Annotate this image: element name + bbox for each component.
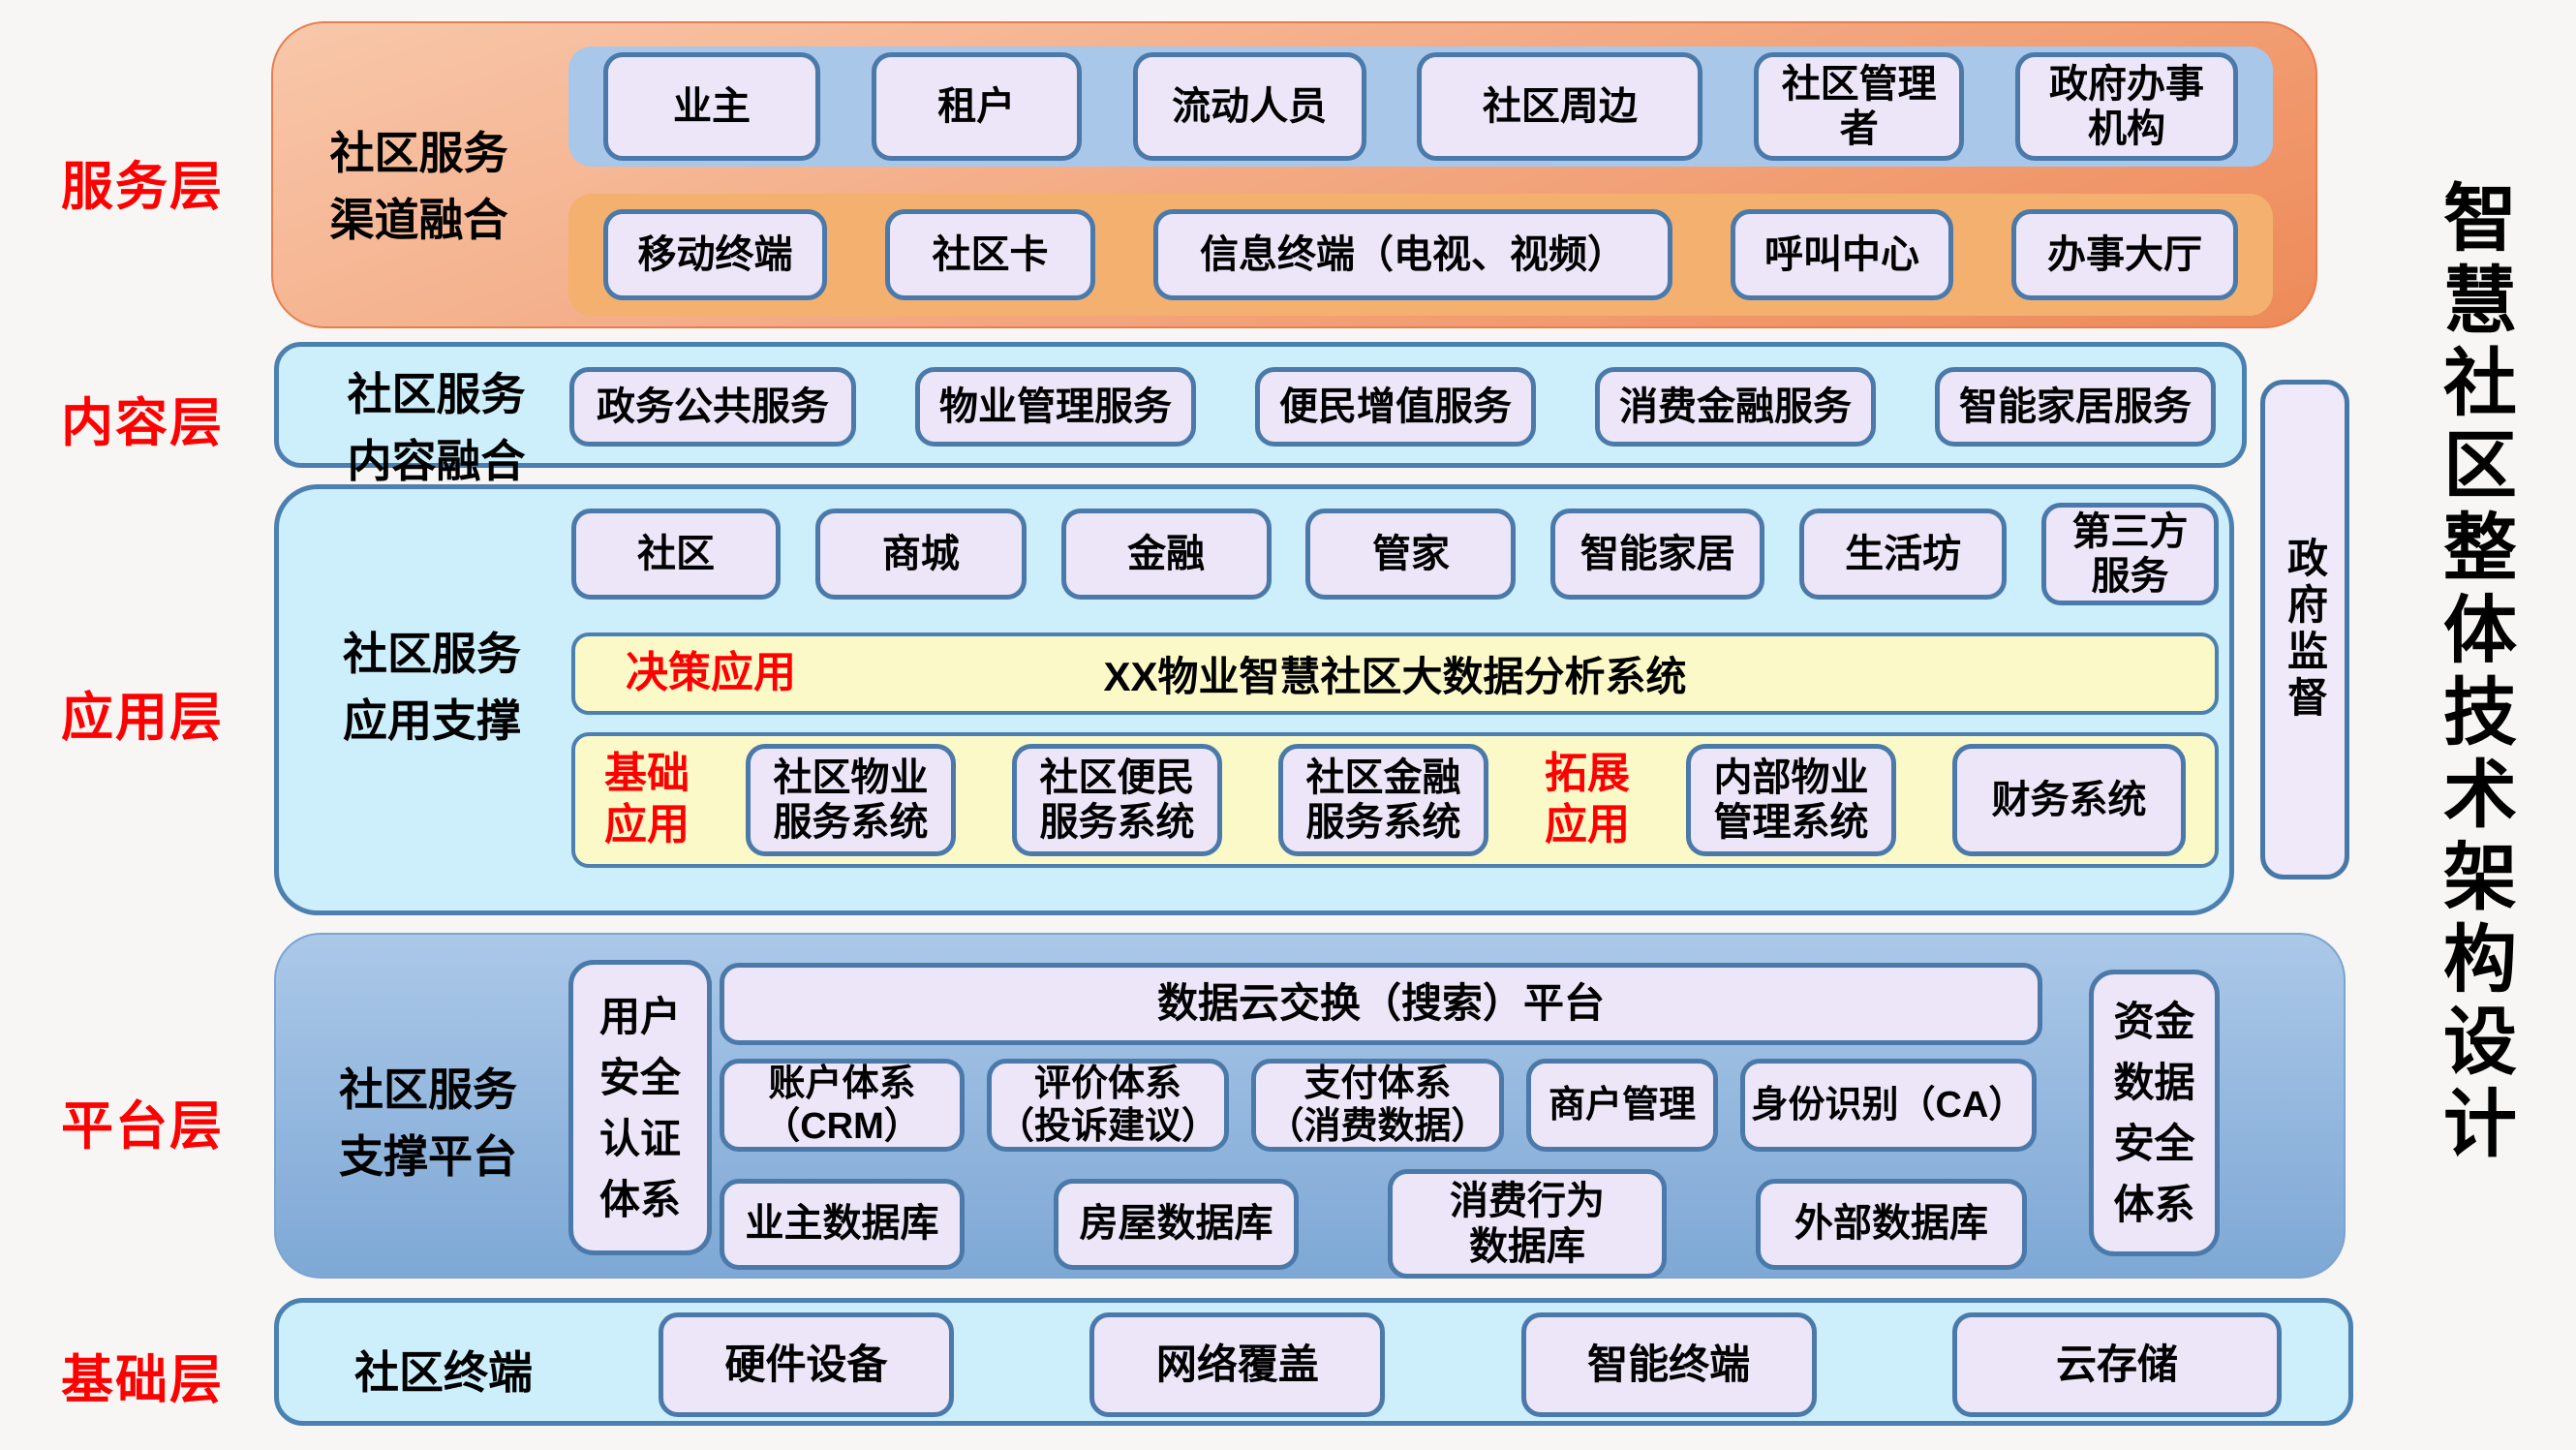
content-panel-label: 社区服务 内容融合: [347, 369, 526, 486]
content-services-row: 政务公共服务 物业管理服务 便民增值服务 消费金融服务 智能家居服务: [569, 367, 2216, 447]
layer-label-application: 应用层: [61, 689, 224, 747]
foundation-row: 硬件设备 网络覆盖 智能终端 云存储: [659, 1312, 2282, 1417]
node-info-terminal: 信息终端（电视、视频）: [1153, 209, 1672, 300]
node-app-third-party: 第三方 服务: [2040, 503, 2219, 605]
node-smart-home-service: 智能家居服务: [1935, 367, 2216, 447]
node-internal-property-mgmt-system: 内部物业 管理系统: [1686, 744, 1896, 856]
service-channel-users-strip: 业主 租户 流动人员 社区周边 社区管理 者 政府办事 机构: [568, 46, 2273, 167]
node-convenience-service: 便民增值服务: [1255, 367, 1536, 447]
node-evaluation-system: 评价体系 （投诉建议）: [987, 1059, 1229, 1152]
node-gov-public-service: 政务公共服务: [569, 367, 856, 447]
node-tenant: 租户: [871, 52, 1082, 161]
layer-label-platform: 平台层: [61, 1097, 224, 1156]
node-app-smart-home: 智能家居: [1550, 509, 1765, 600]
foundation-layer-panel: 社区终端 硬件设备 网络覆盖 智能终端 云存储: [274, 1298, 2353, 1426]
platform-database-row: 业主数据库 房屋数据库 消费行为 数据库 外部数据库: [720, 1169, 2027, 1279]
application-layer-panel: 社区服务 应用支撑 社区 商城 金融 管家 智能家居 生活坊 第三方 服务 决策…: [274, 484, 2234, 915]
base-extension-application-strip: 基础 应用 社区物业 服务系统 社区便民 服务系统 社区金融 服务系统 拓展 应…: [571, 732, 2219, 868]
base-application-tag: 基础 应用: [604, 750, 690, 848]
node-user-security-auth-system: 用户 安全 认证 体系: [568, 960, 712, 1255]
node-floating-population: 流动人员: [1132, 52, 1366, 161]
node-housing-database: 房屋数据库: [1054, 1178, 1299, 1270]
content-layer-panel: 社区服务 内容融合 政务公共服务 物业管理服务 便民增值服务 消费金融服务 智能…: [274, 342, 2247, 486]
layer-label-service: 服务层: [61, 158, 224, 216]
node-app-butler: 管家: [1305, 509, 1517, 600]
node-network-coverage: 网络覆盖: [1089, 1312, 1386, 1417]
platform-panel-label: 社区服务 支撑平台: [339, 1064, 517, 1182]
node-property-service-system: 社区物业 服务系统: [746, 744, 956, 856]
node-community-manager: 社区管理 者: [1754, 52, 1965, 161]
node-bigdata-analysis-system: XX物业智慧社区大数据分析系统: [1103, 654, 1687, 699]
node-government-oversight: 政府监督: [2260, 380, 2349, 879]
node-call-center: 呼叫中心: [1731, 209, 1953, 300]
platform-layer-panel: 社区服务 支撑平台 用户 安全 认证 体系 数据云交换（搜索）平台 账户体系 （…: [274, 933, 2346, 1279]
decision-application-strip: 决策应用 XX物业智慧社区大数据分析系统: [571, 632, 2219, 715]
application-panel-label: 社区服务 应用支撑: [343, 629, 521, 746]
node-payment-system: 支付体系 （消费数据）: [1251, 1059, 1504, 1152]
node-data-cloud-exchange-platform: 数据云交换（搜索）平台: [720, 963, 2042, 1045]
node-financial-system: 财务系统: [1952, 744, 2186, 856]
foundation-panel-label: 社区终端: [354, 1347, 533, 1398]
node-community-surroundings: 社区周边: [1417, 52, 1703, 161]
node-fund-data-security-system: 资金 数据 安全 体系: [2089, 970, 2220, 1256]
node-property-mgmt-service: 物业管理服务: [915, 367, 1196, 447]
node-mobile-terminal: 移动终端: [603, 209, 827, 300]
node-owner-database: 业主数据库: [720, 1178, 965, 1270]
node-consumer-finance-service: 消费金融服务: [1595, 367, 1876, 447]
node-finance-service-system: 社区金融 服务系统: [1278, 744, 1488, 856]
node-account-system-crm: 账户体系 （CRM）: [720, 1059, 965, 1152]
platform-middle-row: 账户体系 （CRM） 评价体系 （投诉建议） 支付体系 （消费数据） 商户管理 …: [720, 1059, 2037, 1152]
service-channel-terminals-strip: 移动终端 社区卡 信息终端（电视、视频） 呼叫中心 办事大厅: [568, 194, 2273, 316]
page-title: 智慧社区整体技术架构设计: [2432, 179, 2514, 1167]
node-owner: 业主: [603, 52, 820, 161]
node-service-hall: 办事大厅: [2011, 209, 2238, 300]
node-app-mall: 商城: [814, 509, 1027, 600]
node-consumer-behavior-database: 消费行为 数据库: [1388, 1169, 1667, 1279]
node-identity-recognition-ca: 身份识别（CA）: [1740, 1059, 2037, 1152]
node-app-life-square: 生活坊: [1799, 509, 2008, 600]
node-convenience-service-system: 社区便民 服务系统: [1012, 744, 1222, 856]
decision-application-tag: 决策应用: [626, 649, 796, 697]
layer-label-content: 内容层: [61, 394, 224, 452]
node-cloud-storage: 云存储: [1951, 1312, 2282, 1417]
service-layer-panel: 社区服务 渠道融合 业主 租户 流动人员 社区周边 社区管理 者 政府办事 机构…: [271, 21, 2317, 328]
node-smart-terminal: 智能终端: [1520, 1312, 1817, 1417]
node-app-finance: 金融: [1060, 509, 1272, 600]
application-apps-row: 社区 商城 金融 管家 智能家居 生活坊 第三方 服务: [571, 503, 2219, 605]
node-merchant-management: 商户管理: [1526, 1059, 1718, 1152]
node-hardware-equipment: 硬件设备: [659, 1312, 954, 1417]
node-government-agency: 政府办事 机构: [2014, 52, 2238, 161]
node-community-card: 社区卡: [885, 209, 1095, 300]
node-external-database: 外部数据库: [1756, 1178, 2027, 1270]
layer-label-foundation: 基础层: [61, 1351, 224, 1409]
service-panel-label: 社区服务 渠道融合: [329, 128, 508, 245]
extension-application-tag: 拓展 应用: [1545, 750, 1630, 848]
node-app-community: 社区: [571, 509, 781, 600]
